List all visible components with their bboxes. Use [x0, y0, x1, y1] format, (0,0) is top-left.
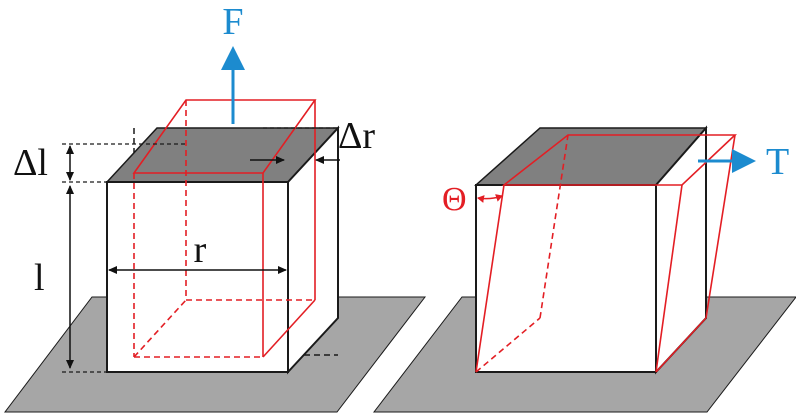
force-label: F: [222, 1, 243, 43]
shear-cube-front-face: [475, 184, 657, 373]
delta-r-label: Δr: [338, 115, 375, 157]
cube-right-face: [287, 125, 339, 375]
length-label: l: [34, 257, 45, 299]
delta-l-label: Δl: [13, 142, 48, 184]
torque-label: T: [766, 141, 789, 183]
tension-figure: F Δr Δl l r: [3, 1, 427, 413]
deformed-cube-shear: [475, 134, 738, 373]
angle-label: Θ: [442, 181, 467, 218]
shear-angle-arc: [477, 194, 503, 203]
delta-l-guides: [62, 127, 338, 373]
width-label: r: [194, 229, 207, 271]
deformed-cube-tension: [132, 99, 317, 358]
shear-figure: Θ T: [372, 125, 796, 413]
